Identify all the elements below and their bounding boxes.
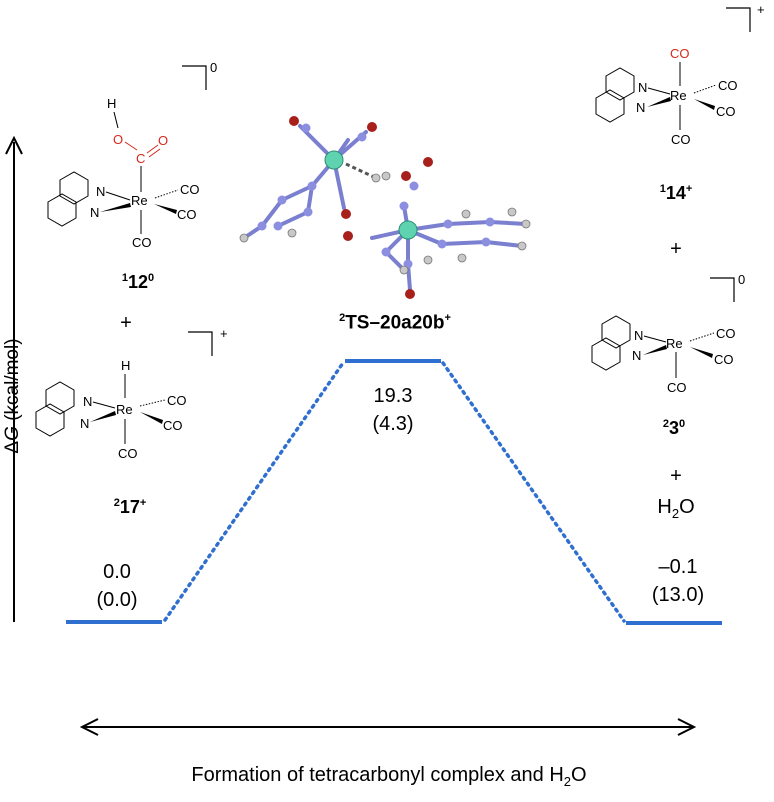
y-label-symbol: G <box>2 426 23 441</box>
ligand-co-3: CO <box>118 446 138 461</box>
label-compound-14: 114+ <box>659 183 693 203</box>
charge-bracket <box>710 277 735 302</box>
label-water: H2O <box>657 496 695 521</box>
charge-bracket <box>726 7 751 32</box>
x-axis-label: Formation of tetracarbonyl complex and H… <box>191 764 587 789</box>
atom-n1: N <box>96 184 105 199</box>
molecule-17: + H Re CO CO CO N N <box>35 326 228 461</box>
atom-n2: N <box>632 348 641 363</box>
label-ts: 2TS–20a20b+ <box>339 312 451 334</box>
y-axis-arrowhead <box>5 135 23 155</box>
ligand-co-1: CO <box>180 182 200 197</box>
atom-re: Re <box>670 88 687 103</box>
molecule-3: 0 Re CO CO CO N N <box>591 272 745 395</box>
connector-right <box>441 361 626 623</box>
ligand-co-2: CO <box>163 418 183 433</box>
y-label-unit: (kcal/mol) <box>2 338 23 427</box>
ligand-co-1: CO <box>718 78 738 93</box>
charge-label: + <box>757 2 765 17</box>
ligand-co-2: CO <box>716 104 736 119</box>
ligand-co-3: CO <box>132 235 152 250</box>
atom-h: H <box>107 96 116 111</box>
ligand-co-1: CO <box>167 393 187 408</box>
atom-n2: N <box>90 205 99 220</box>
plus-left: + <box>120 312 132 334</box>
atom-o: O <box>113 132 123 147</box>
atom-n2: N <box>80 416 89 431</box>
atom-re: Re <box>131 193 148 208</box>
connector-left <box>163 361 345 622</box>
charge-bracket <box>188 331 213 356</box>
energy-left: 0.0 (0.0) <box>72 558 162 614</box>
atom-n1: N <box>83 394 92 409</box>
plus-right-1: + <box>670 238 682 260</box>
label-compound-3: 230 <box>662 418 686 438</box>
charge-label: 0 <box>210 60 217 75</box>
atom-re: Re <box>666 336 683 351</box>
x-axis-arrowhead-right <box>677 718 697 736</box>
atom-n2: N <box>636 100 645 115</box>
energy-left-value: 0.0 <box>103 561 131 583</box>
y-axis-label: ΔG (kcal/mol) <box>2 321 24 471</box>
atom-c: C <box>136 151 145 166</box>
energy-ts: 19.3 (4.3) <box>348 382 438 438</box>
atom-o2: O <box>158 133 168 148</box>
ligand-co-1: CO <box>716 326 736 341</box>
molecule-12: 0 H O C O Re CO CO CO N N <box>47 60 217 250</box>
label-compound-17: 217+ <box>113 497 147 517</box>
atom-n1: N <box>634 328 643 343</box>
y-label-delta: Δ <box>2 440 23 454</box>
energy-right-value: –0.1 <box>658 556 698 578</box>
plus-right-2: + <box>670 465 682 487</box>
ligand-co-top: CO <box>670 46 690 61</box>
x-axis-arrowhead-left <box>79 718 99 736</box>
ligand-co-2: CO <box>714 352 734 367</box>
charge-label: + <box>220 326 228 341</box>
atom-re: Re <box>116 402 133 417</box>
ligand-co-2: CO <box>177 207 197 222</box>
ligand-co-3: CO <box>667 380 687 395</box>
energy-right: –0.1 (13.0) <box>628 553 728 609</box>
ts-3d-structure <box>239 116 531 299</box>
atom-n1: N <box>638 80 647 95</box>
molecule-14: + CO Re CO CO CO N N <box>595 2 765 147</box>
energy-ts-value: 19.3 <box>373 385 413 407</box>
energy-right-paren: (13.0) <box>651 584 705 606</box>
charge-bracket <box>182 65 207 90</box>
energy-left-paren: (0.0) <box>96 589 138 611</box>
ligand-co-3: CO <box>671 132 691 147</box>
charge-label: 0 <box>738 272 745 287</box>
energy-ts-paren: (4.3) <box>372 413 414 435</box>
atom-h: H <box>121 358 130 373</box>
label-compound-12: 1120 <box>121 272 155 292</box>
